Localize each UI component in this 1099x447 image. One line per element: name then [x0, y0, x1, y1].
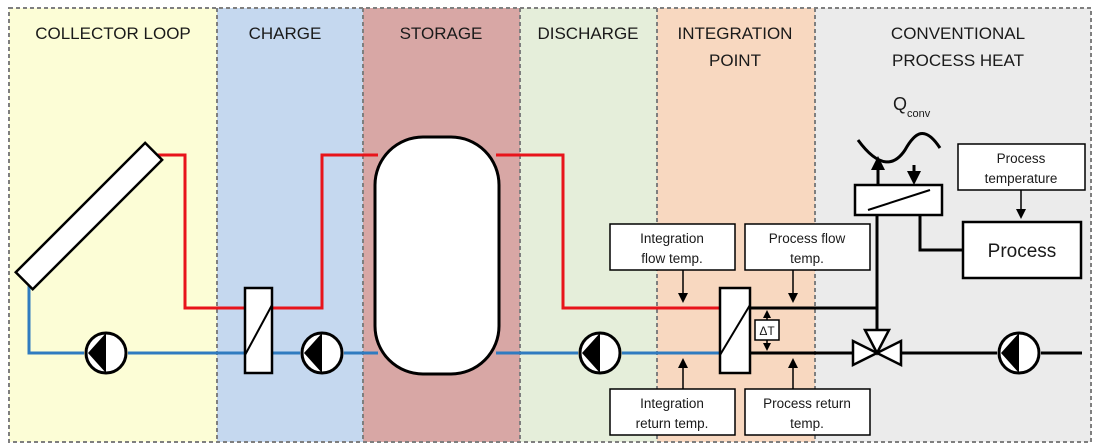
storage-tank [373, 135, 501, 376]
integration-return-temp-box [609, 388, 736, 436]
process-flow-temp-line1: Process flow [769, 231, 846, 246]
process-temperature-label-line2: temperature [985, 171, 1058, 186]
zone-title-charge: CHARGE [249, 24, 322, 43]
zone-borders [8, 7, 1092, 443]
conventional-heat-wave [856, 132, 942, 164]
process-temperature-label-line1: Process [997, 151, 1046, 166]
process-flow-temp-arrowhead [788, 293, 798, 303]
integration-return-temp-line2: return temp. [636, 416, 709, 431]
heat-down-arrowhead [907, 171, 921, 185]
zone-title-storage: STORAGE [400, 24, 483, 43]
process-return-temp-box [744, 388, 871, 436]
pump-collector [84, 331, 128, 375]
hot-pipes [150, 153, 720, 310]
process-return-temp-line1: Process return [763, 396, 851, 411]
integration-flow-temp-arrowhead [678, 293, 688, 303]
delta-t-arrowhead-up [763, 310, 771, 318]
zone-title-discharge: DISCHARGE [537, 24, 638, 43]
heat-exchanger-charge [243, 286, 274, 375]
process-label: Process [988, 241, 1057, 262]
delta-t-arrowhead-down [763, 343, 771, 351]
zone-title-conventional-line2: PROCESS HEAT [892, 51, 1024, 70]
solar-collector [13, 141, 164, 292]
three-way-valve [851, 328, 903, 368]
process-flow-temp-box [744, 223, 871, 271]
zone-title-integration-point-line1: INTEGRATION [678, 24, 793, 43]
heat-up-arrowhead [871, 156, 885, 170]
heat-exchanger-conventional [853, 183, 944, 217]
delta-t-box [754, 319, 780, 341]
pump-discharge [578, 331, 622, 375]
q-conv-symbol: Q [893, 94, 907, 114]
zone-title-conventional-line1: CONVENTIONAL [891, 24, 1025, 43]
process-flow-temp-line2: temp. [790, 251, 824, 266]
integration-return-temp-arrowhead [678, 358, 688, 368]
process-pipes [750, 215, 1082, 355]
integration-return-temp-line1: Integration [640, 396, 704, 411]
delta-t-label: ΔT [759, 324, 775, 338]
zone-title-collector-loop: COLLECTOR LOOP [35, 24, 191, 43]
integration-flow-temp-line2: flow temp. [641, 251, 703, 266]
cold-pipes [27, 285, 720, 355]
integration-flow-temp-box [609, 223, 736, 271]
integration-flow-temp-line1: Integration [640, 231, 704, 246]
process-return-temp-arrowhead [788, 358, 798, 368]
process-return-temp-line2: temp. [790, 416, 824, 431]
zone-charge [217, 8, 363, 442]
pump-process [997, 331, 1041, 375]
process-box [961, 220, 1083, 280]
zone-title-integration-point-line2: POINT [709, 51, 761, 70]
process-temperature-box [957, 143, 1086, 191]
pump-charge [300, 331, 344, 375]
heat-exchanger-integration [718, 286, 752, 375]
process-temperature-arrowhead [1016, 209, 1026, 219]
q-conv-subscript: conv [907, 108, 931, 120]
